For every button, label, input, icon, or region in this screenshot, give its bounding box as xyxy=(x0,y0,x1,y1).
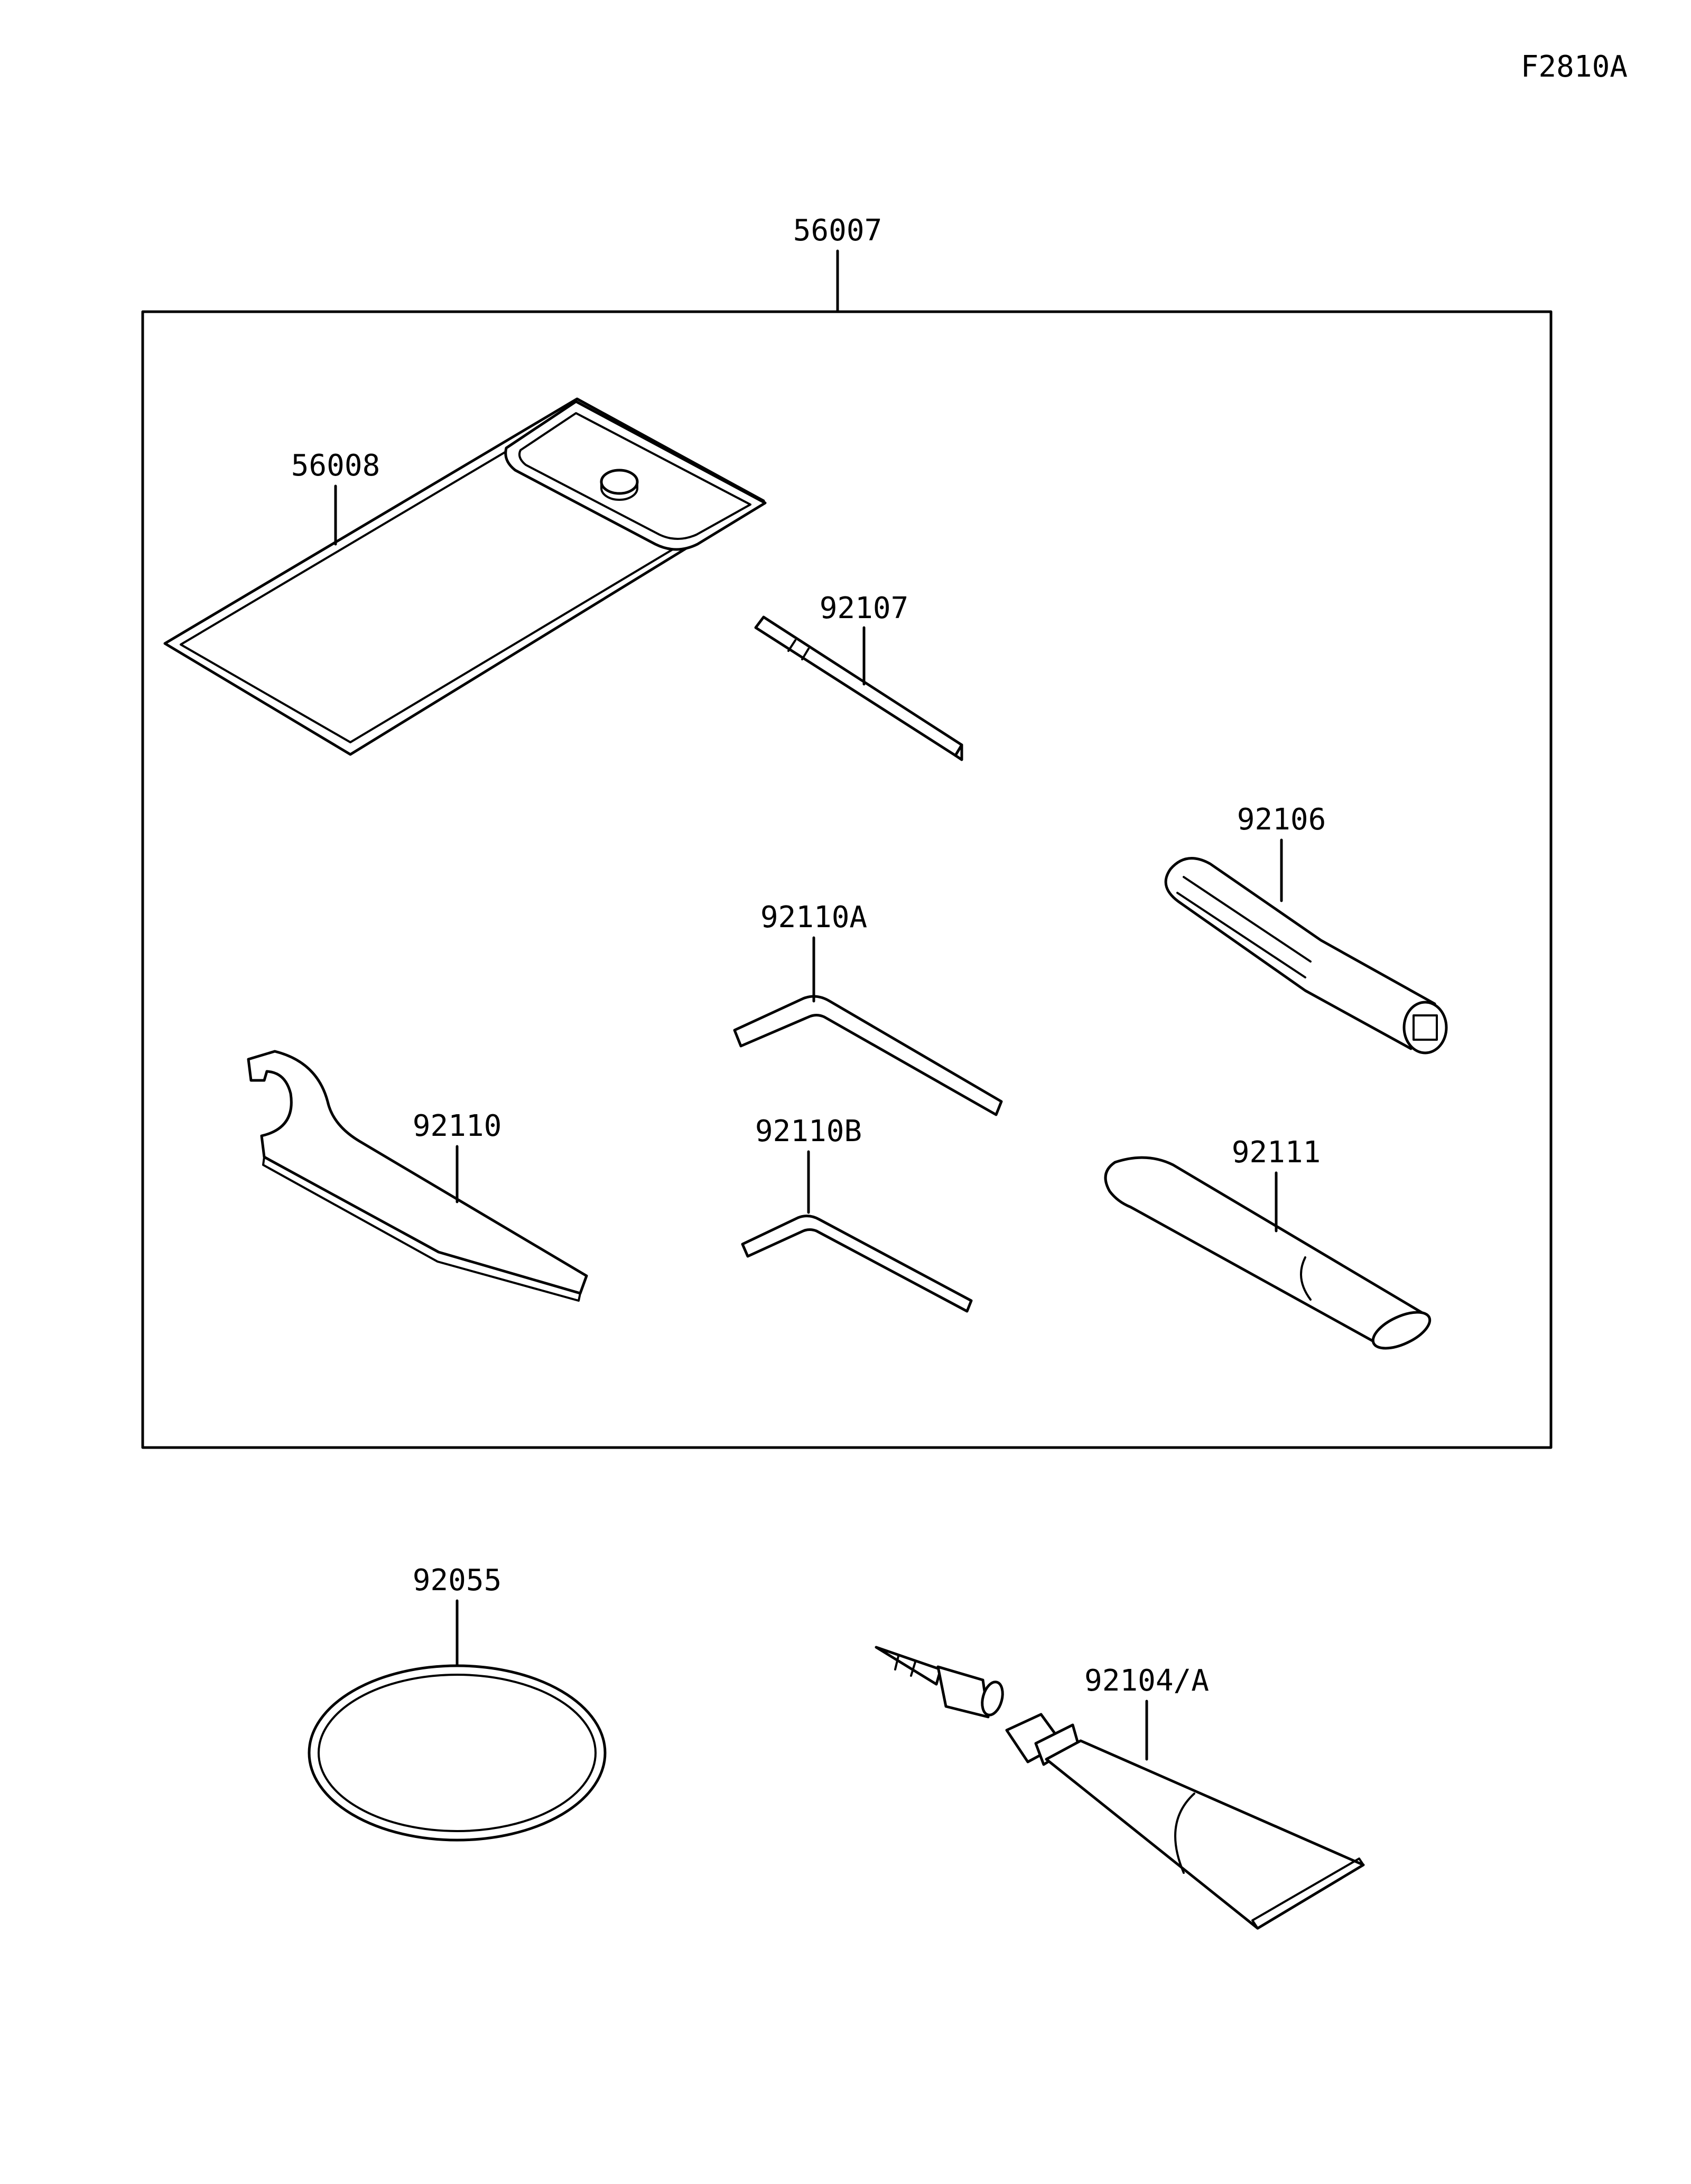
part-label-tool-bag: 56008 xyxy=(291,449,380,483)
hex-wrench-a: 92110A xyxy=(733,900,1003,1116)
figure-code: F2810A xyxy=(1521,50,1628,84)
screwdriver-bit: 92107 xyxy=(754,591,963,761)
part-label-hex-wrench-a: 92110A xyxy=(760,900,867,935)
part-label-spanner: 92110 xyxy=(413,1109,502,1143)
tool-bag: 56008 xyxy=(163,397,767,756)
part-label-extension-tube: 92111 xyxy=(1232,1135,1321,1170)
part-label-tool-kit: 56007 xyxy=(793,213,882,248)
part-label-screwdriver-handle: 92106 xyxy=(1237,802,1326,837)
tool-kit-group: 56007 xyxy=(141,213,1553,1449)
o-ring: 92055 xyxy=(308,1563,607,1842)
spanner: 92110 xyxy=(247,1050,588,1302)
tool-kit-box xyxy=(141,310,1553,1449)
grease-tube: 92104/A xyxy=(875,1646,1365,1930)
hex-wrench-b: 92110B xyxy=(741,1114,973,1313)
part-label-grease-tube: 92104/A xyxy=(1084,1664,1209,1698)
part-label-o-ring: 92055 xyxy=(413,1563,502,1598)
screwdriver-handle: 92106 xyxy=(1164,802,1448,1054)
part-label-hex-wrench-b: 92110B xyxy=(755,1114,862,1149)
part-label-screwdriver-bit: 92107 xyxy=(820,591,909,626)
extension-tube: 92111 xyxy=(1104,1135,1432,1350)
